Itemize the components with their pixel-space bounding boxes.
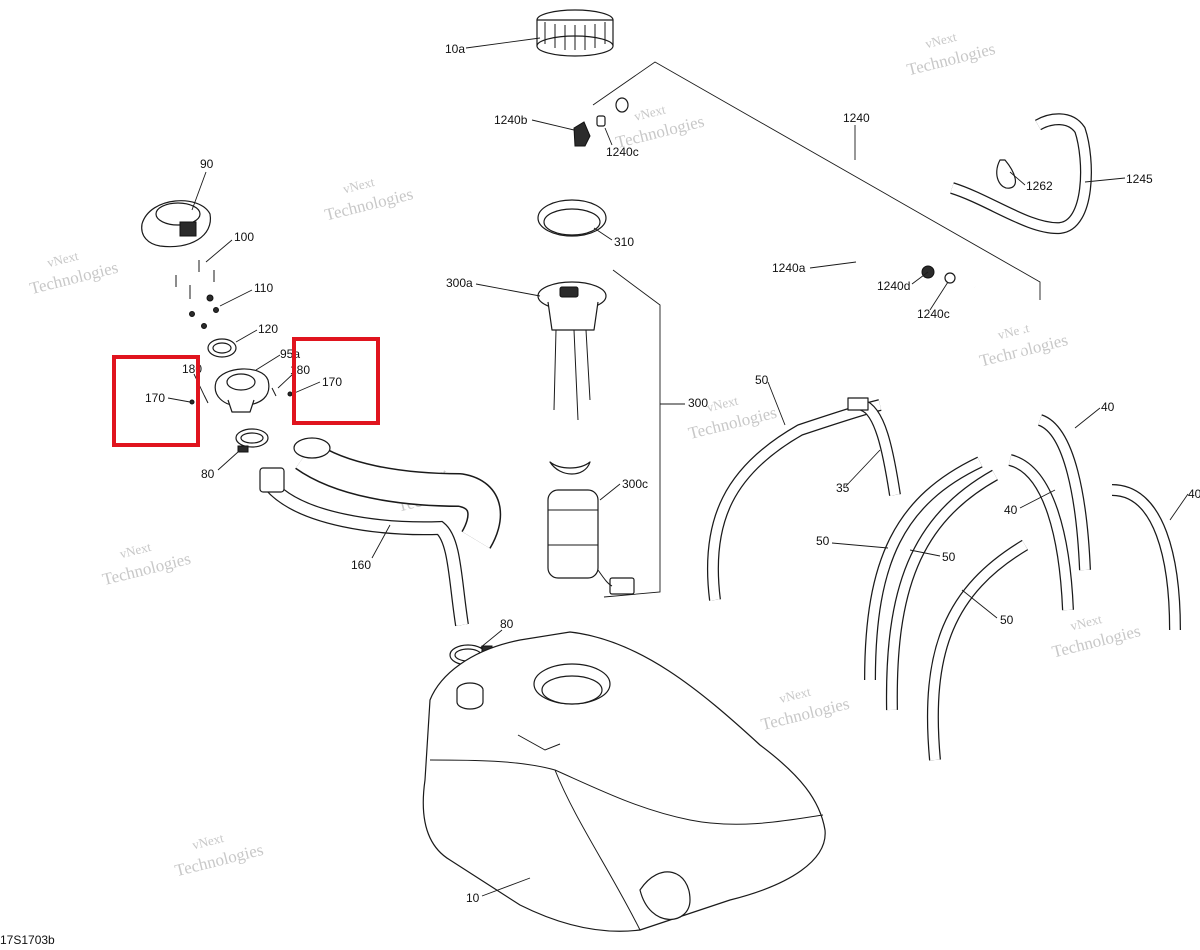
strap-35-part[interactable]: [847, 397, 901, 496]
clamp-1262-part[interactable]: [996, 159, 1017, 189]
pump-gasket-part[interactable]: [537, 199, 607, 237]
callout-40-top[interactable]: 40: [1101, 400, 1115, 414]
highlight-box-right: [292, 337, 380, 425]
reference-lines: [592, 61, 1041, 598]
leader-lines: [167, 37, 1189, 897]
fuel-pump-module-part[interactable]: [537, 281, 635, 595]
callout-300a[interactable]: 300a: [446, 276, 473, 290]
callout-80-clamp-left[interactable]: 80: [201, 467, 215, 481]
callout-80-tank[interactable]: 80: [500, 617, 514, 631]
o-ring-part[interactable]: [207, 338, 237, 358]
callout-1240b[interactable]: 1240b: [494, 113, 528, 127]
callout-160[interactable]: 160: [351, 558, 371, 572]
filler-flange-part[interactable]: [214, 368, 270, 413]
callout-120[interactable]: 120: [258, 322, 278, 336]
callout-40-mid[interactable]: 40: [1004, 503, 1018, 517]
callout-35[interactable]: 35: [836, 481, 850, 495]
strap-40-top-part[interactable]: [1037, 414, 1091, 571]
vent-hose-part[interactable]: [615, 94, 1025, 385]
callout-50-left[interactable]: 50: [816, 534, 830, 548]
fuel-tank-part[interactable]: [422, 631, 826, 932]
highlight-boxes: [112, 337, 380, 447]
strap-50-low-part[interactable]: [926, 539, 1029, 761]
strap-40-mid-part[interactable]: [1008, 454, 1074, 611]
callout-110[interactable]: 110: [254, 281, 273, 295]
callout-1240d[interactable]: 1240d: [877, 279, 910, 293]
filler-hose-part[interactable]: [259, 437, 502, 627]
callout-1240c-mid[interactable]: 1240c: [917, 307, 950, 321]
callout-40-right[interactable]: 40: [1188, 487, 1200, 501]
hose-clamp-left-part[interactable]: [235, 428, 269, 453]
callout-1245[interactable]: 1245: [1126, 172, 1153, 186]
callout-300[interactable]: 300: [688, 396, 708, 410]
callout-10a[interactable]: 10a: [445, 42, 465, 56]
callout-1240c-top[interactable]: 1240c: [606, 145, 639, 159]
filler-cap-part[interactable]: [141, 200, 211, 248]
callout-1262[interactable]: 1262: [1026, 179, 1053, 193]
fitting-1240b-part[interactable]: [573, 115, 606, 147]
callout-90[interactable]: 90: [200, 157, 214, 171]
strap-40-right-part[interactable]: [1111, 484, 1181, 631]
callout-50-low[interactable]: 50: [1000, 613, 1014, 627]
strap-50-left-part[interactable]: [864, 456, 998, 711]
strap-50-top-part[interactable]: [706, 399, 882, 601]
callout-95a[interactable]: 95a: [280, 347, 300, 361]
filler-ring-part[interactable]: [536, 9, 614, 57]
callout-310[interactable]: 310: [614, 235, 634, 249]
fitting-1240d-part[interactable]: [921, 265, 956, 284]
callout-10[interactable]: 10: [466, 891, 480, 905]
drawing-code: 17S1703b: [0, 933, 55, 947]
vent-hose-1245-part[interactable]: [950, 113, 1092, 235]
callout-170-left[interactable]: 170: [145, 391, 165, 405]
screws-part[interactable]: [175, 260, 219, 329]
callout-300c[interactable]: 300c: [622, 477, 648, 491]
callout-1240a[interactable]: 1240a: [772, 261, 806, 275]
highlight-box-left: [112, 355, 200, 447]
callout-100[interactable]: 100: [234, 230, 254, 244]
callout-50-top[interactable]: 50: [755, 373, 769, 387]
callout-1240[interactable]: 1240: [843, 111, 870, 125]
callout-50-mid[interactable]: 50: [942, 550, 956, 564]
callout-170-right[interactable]: 170: [322, 375, 342, 389]
